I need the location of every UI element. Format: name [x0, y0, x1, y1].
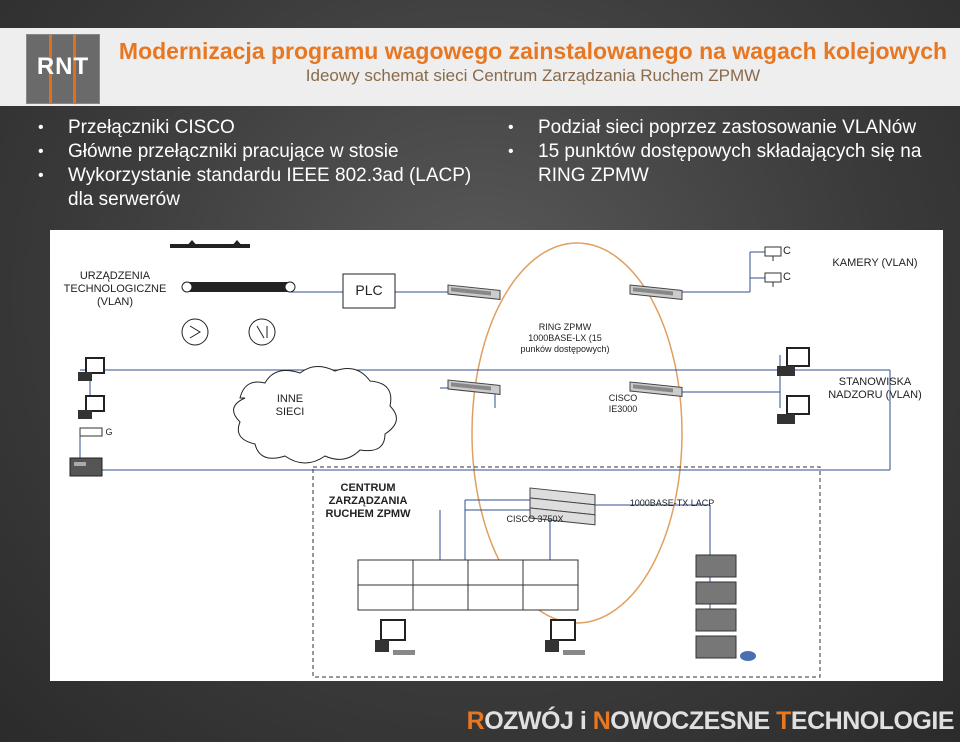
- logo-text: RNT: [36, 53, 90, 80]
- page-subtitle: Ideowy schemat sieci Centrum Zarządzania…: [305, 66, 761, 85]
- footer-letter: N: [592, 707, 611, 735]
- computer-icon: [78, 357, 105, 381]
- video-wall: [357, 559, 579, 611]
- lacp-label: 1000BASE-TX LACP: [629, 498, 715, 508]
- server-icon: [69, 457, 103, 477]
- cameras-label: KAMERY (VLAN): [832, 257, 918, 269]
- bullet-item: Przełączniki CISCO: [36, 116, 476, 140]
- bullet-item: Podział sieci poprzez zastosowanie VLANó…: [506, 116, 946, 140]
- device-icon: [79, 427, 103, 437]
- camera-label: C: [783, 245, 791, 257]
- footer-slogan: ROZWÓJ i NOWOCZESNE TECHNOLOGIE: [466, 707, 955, 736]
- plc-box: [342, 273, 396, 309]
- switch-icon: [629, 381, 683, 398]
- center-label: CENTRUM ZARZĄDZANIA RUCHEM ZPMW: [325, 482, 411, 520]
- footer-text: OZWÓJ i: [484, 707, 593, 735]
- other-networks-label: INNE SIECI: [275, 393, 305, 418]
- rnt-logo: RNT: [26, 34, 100, 104]
- server-stack-icon: [695, 554, 756, 661]
- devices-label: URZĄDZENIA TECHNOLOGICZNE (VLAN): [63, 270, 167, 308]
- camera-label: C: [783, 271, 791, 283]
- bullet-item: Główne przełączniki pracujące w stosie: [36, 140, 476, 164]
- computer-icon: [777, 347, 810, 376]
- footer-letter: R: [466, 707, 485, 735]
- header-band: [0, 28, 960, 106]
- computer-icon: [777, 395, 810, 424]
- footer-letter: T: [776, 707, 791, 735]
- logo-stripe: [49, 35, 52, 103]
- plc-label: PLC: [355, 282, 383, 298]
- camera-icon: [764, 272, 782, 287]
- diagram-canvas: [69, 240, 891, 678]
- core-switch-label: CISCO 3750X: [506, 514, 564, 524]
- page-title: Modernizacja programu wagowego zainstalo…: [118, 38, 948, 64]
- stations-label: STANOWISKA NADZORU (VLAN): [828, 376, 922, 401]
- ring-ellipse: [471, 242, 683, 624]
- center-box: [312, 466, 821, 678]
- footer-text: ECHNOLOGIE: [790, 707, 955, 735]
- bullet-item: Wykorzystanie standardu IEEE 802.3ad (LA…: [36, 164, 476, 212]
- switch-icon: [629, 284, 683, 301]
- computer-icon: [78, 395, 105, 419]
- computer-icon: [545, 619, 585, 655]
- camera-icon: [764, 246, 782, 261]
- footer-text: OWOCZESNE: [610, 707, 777, 735]
- sensor-icon: [248, 318, 276, 346]
- ie3000-label: CISCO IE3000: [608, 393, 638, 414]
- switch-icon: [447, 379, 501, 396]
- bullet-list-left: Przełączniki CISCO Główne przełączniki p…: [36, 116, 476, 212]
- bullet-list-right: Podział sieci poprzez zastosowanie VLANó…: [506, 116, 946, 188]
- computer-icon: [375, 619, 415, 655]
- sensor-icon: [181, 318, 209, 346]
- network-diagram: URZĄDZENIA TECHNOLOGICZNE (VLAN) PLC KAM…: [50, 230, 943, 681]
- gate-label: G: [105, 427, 113, 437]
- logo-stripe: [73, 35, 76, 103]
- ring-label: RING ZPMW 1000BASE-LX (15 punków dostępo…: [520, 322, 610, 354]
- scale-icon: [170, 240, 296, 293]
- connections: [79, 251, 891, 611]
- cloud-icon: [233, 366, 397, 464]
- core-switch-icon: [529, 487, 596, 526]
- bullet-item: 15 punktów dostępowych składających się …: [506, 140, 946, 188]
- switch-icon: [447, 284, 501, 301]
